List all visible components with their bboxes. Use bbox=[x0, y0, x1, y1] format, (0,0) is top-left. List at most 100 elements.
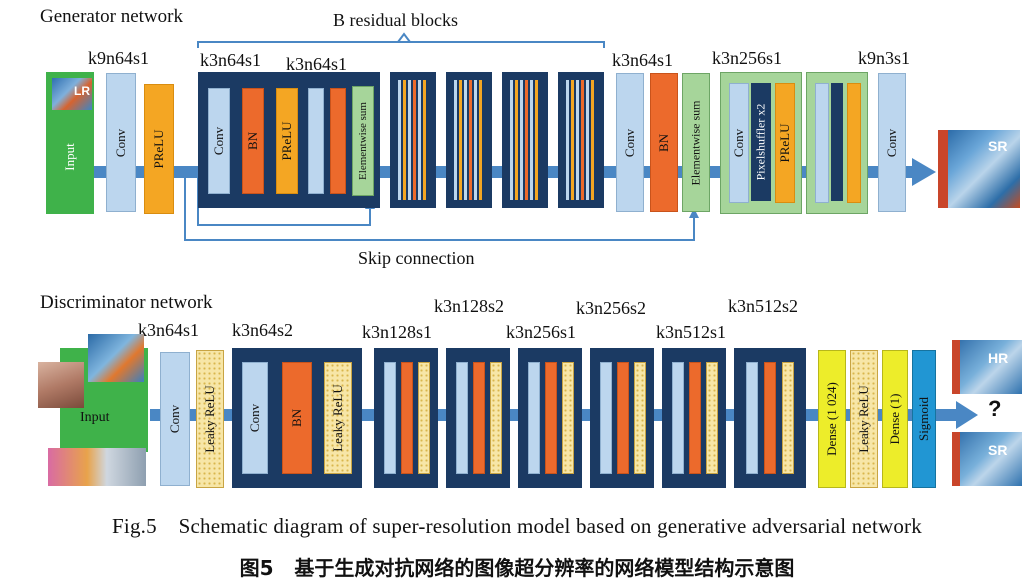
residual-stripe bbox=[566, 80, 569, 200]
rb-bn-2 bbox=[330, 88, 346, 194]
residual-stripe bbox=[474, 80, 477, 200]
residual-stripe bbox=[459, 80, 462, 200]
caption-english: Fig.5 Schematic diagram of super-resolut… bbox=[112, 514, 922, 538]
residual-stripe bbox=[408, 80, 411, 200]
residual-stripe bbox=[535, 80, 538, 200]
residual-stripe bbox=[525, 80, 528, 200]
disc-block-3 bbox=[446, 348, 510, 488]
gen-kernel-4: k3n64s1 bbox=[612, 50, 674, 70]
disc-conv-1: Conv bbox=[160, 352, 190, 486]
disc-block-2 bbox=[374, 348, 438, 488]
residual-stripe bbox=[591, 80, 594, 200]
gen-arrowhead bbox=[912, 158, 936, 186]
disc-kernel-2: k3n64s2 bbox=[232, 320, 294, 340]
residual-block-5 bbox=[558, 72, 604, 208]
disc-input-image-3 bbox=[48, 448, 146, 486]
sr-label: SR bbox=[988, 138, 1008, 154]
disc-kernel-1: k3n64s1 bbox=[138, 320, 200, 340]
up2-prelu bbox=[847, 83, 861, 203]
residual-bracket-tick bbox=[397, 32, 411, 43]
disc-input-image-2 bbox=[38, 362, 84, 408]
disc-dense-1: Dense (1) bbox=[882, 350, 908, 488]
lr-label: LR bbox=[74, 84, 90, 98]
residual-stripe bbox=[520, 80, 523, 200]
disc-kernel-8: k3n512s2 bbox=[728, 296, 799, 316]
residual-stripe bbox=[530, 80, 533, 200]
gen-kernel-3: k3n64s1 bbox=[286, 54, 348, 74]
up-conv: Conv bbox=[729, 83, 749, 203]
disc-input-image-1 bbox=[88, 334, 144, 382]
disc-block-1: Conv BN Leaky ReLU bbox=[232, 348, 362, 488]
disc-kernel-5: k3n256s1 bbox=[506, 322, 577, 342]
residual-stripe bbox=[403, 80, 406, 200]
residual-block-expanded: Conv BN PReLU Elementwise sum bbox=[198, 72, 380, 208]
gen-input-block: LR Input bbox=[46, 72, 94, 214]
disc-sr-label: SR bbox=[988, 442, 1008, 458]
rb-bn-1: BN bbox=[242, 88, 264, 194]
gen-kernel-6: k9n3s1 bbox=[858, 48, 911, 68]
skip-connection-label: Skip connection bbox=[358, 248, 475, 268]
rb-conv-1: Conv bbox=[208, 88, 230, 194]
residual-block-4 bbox=[502, 72, 548, 208]
up2-shuffler bbox=[831, 83, 843, 201]
discriminator-title: Discriminator network bbox=[40, 292, 213, 313]
gen-kernel-1: k9n64s1 bbox=[88, 48, 150, 68]
generator-title: Generator network bbox=[40, 6, 183, 27]
residual-stripe bbox=[576, 80, 579, 200]
up-prelu: PReLU bbox=[775, 83, 795, 203]
residual-stripe bbox=[398, 80, 401, 200]
gen-esum: Elementwise sum bbox=[682, 73, 710, 212]
upsample-block-2 bbox=[806, 72, 868, 214]
disc-block-4 bbox=[518, 348, 582, 488]
rb-esum: Elementwise sum bbox=[352, 86, 374, 196]
disc-input-label: Input bbox=[80, 410, 110, 425]
residual-blocks-title: B residual blocks bbox=[333, 10, 458, 30]
gen-conv-3: Conv bbox=[878, 73, 906, 212]
disc-block-7 bbox=[734, 348, 806, 488]
residual-stripe bbox=[469, 80, 472, 200]
rb-conv-2 bbox=[308, 88, 324, 194]
disc-leaky-final: Leaky ReLU bbox=[850, 350, 878, 488]
disc-sr-image: SR bbox=[952, 432, 1022, 486]
residual-stripe bbox=[510, 80, 513, 200]
up-pixelshuffler: Pixelshuffler x2 bbox=[751, 83, 771, 201]
disc-kernel-6: k3n256s2 bbox=[576, 298, 647, 318]
lr-image bbox=[52, 78, 92, 110]
db1-conv: Conv bbox=[242, 362, 268, 474]
gen-output-sr-image: SR bbox=[938, 130, 1020, 208]
residual-stripe bbox=[586, 80, 589, 200]
disc-kernel-3: k3n128s1 bbox=[362, 322, 433, 342]
gen-bn: BN bbox=[650, 73, 678, 212]
gen-conv-1: Conv bbox=[106, 73, 136, 212]
caption-chinese: 图5 基于生成对抗网络的图像超分辨率的网络模型结构示意图 bbox=[239, 556, 795, 580]
disc-leaky-1: Leaky ReLU bbox=[196, 350, 224, 488]
hr-label: HR bbox=[988, 350, 1009, 366]
residual-stripe bbox=[464, 80, 467, 200]
disc-block-5 bbox=[590, 348, 654, 488]
residual-stripe bbox=[581, 80, 584, 200]
residual-stripe bbox=[423, 80, 426, 200]
db1-leaky: Leaky ReLU bbox=[324, 362, 352, 474]
gen-conv-2: Conv bbox=[616, 73, 644, 212]
disc-dense-1024: Dense (1 024) bbox=[818, 350, 846, 488]
disc-sigmoid: Sigmoid bbox=[912, 350, 936, 488]
gen-kernel-5: k3n256s1 bbox=[712, 48, 783, 68]
residual-stripe bbox=[454, 80, 457, 200]
disc-block-6 bbox=[662, 348, 726, 488]
disc-kernel-7: k3n512s1 bbox=[656, 322, 727, 342]
disc-hr-image: HR bbox=[952, 340, 1022, 394]
residual-stripe bbox=[571, 80, 574, 200]
gen-prelu-1: PReLU bbox=[144, 84, 174, 214]
disc-arrowhead bbox=[956, 401, 978, 429]
residual-stripe bbox=[418, 80, 421, 200]
upsample-block-1: Conv Pixelshuffler x2 PReLU bbox=[720, 72, 802, 214]
gen-kernel-2: k3n64s1 bbox=[200, 50, 262, 70]
residual-block-2 bbox=[390, 72, 436, 208]
residual-block-3 bbox=[446, 72, 492, 208]
gen-input-label: Input bbox=[62, 143, 77, 171]
db1-bn: BN bbox=[282, 362, 312, 474]
residual-stripe bbox=[479, 80, 482, 200]
rb-prelu: PReLU bbox=[276, 88, 298, 194]
up2-conv bbox=[815, 83, 829, 203]
residual-stripe bbox=[413, 80, 416, 200]
